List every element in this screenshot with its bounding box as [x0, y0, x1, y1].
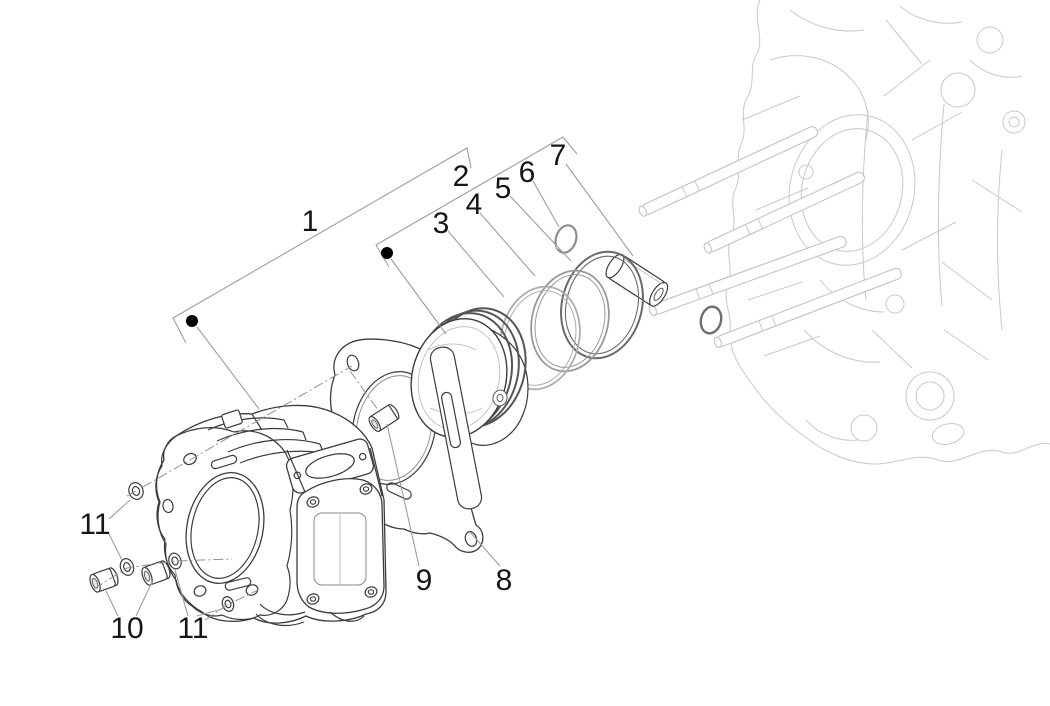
stud-icon [638, 126, 819, 217]
callout-number-11b: 11 [177, 612, 208, 645]
callout-11a: 11 [79, 499, 131, 561]
crankcase-mount-face [788, 114, 916, 266]
callout-number-3: 3 [433, 207, 450, 240]
crankcase-drawing [725, 0, 1050, 465]
callout-2: 2 [375, 136, 578, 335]
second-ring [530, 269, 610, 373]
dowel-bushing [89, 567, 119, 593]
dowel-bushing [141, 560, 171, 586]
callout-number-6: 6 [519, 156, 536, 189]
cooling-fins [207, 417, 337, 464]
callout-1: 1 [172, 147, 472, 410]
callout-3: 3 [433, 207, 505, 298]
stud-bosses [306, 483, 378, 605]
cylinder-studs [638, 126, 902, 349]
callout-9: 9 [386, 423, 433, 597]
stud-icon [648, 235, 847, 317]
gasket-right-strip [429, 346, 483, 510]
intake-flange [285, 438, 375, 494]
stud-icon [703, 171, 865, 254]
washer [168, 552, 182, 570]
callout-number-5: 5 [495, 172, 512, 205]
callout-number-11a: 11 [79, 508, 110, 541]
callout-4: 4 [466, 188, 536, 277]
wrist-pin [605, 253, 669, 307]
callout-dot [381, 247, 393, 259]
callout-number-1: 1 [302, 205, 319, 238]
callout-8: 8 [469, 531, 513, 597]
callout-number-8: 8 [496, 564, 513, 597]
callout-number-2: 2 [453, 160, 470, 193]
callout-7: 7 [550, 139, 634, 257]
o-ring [699, 305, 723, 335]
callout-dot [186, 315, 198, 327]
gasket-dowel-bush [368, 403, 400, 433]
washer [128, 482, 144, 500]
callout-10: 10 [105, 581, 153, 645]
callout-5: 5 [495, 172, 572, 262]
callout-number-9: 9 [416, 564, 433, 597]
center-lines [93, 365, 382, 621]
callout-number-10: 10 [110, 612, 143, 645]
stud-icon [713, 267, 902, 349]
callouts: 1 2 3 4 5 6 7 8 [79, 136, 634, 645]
circlip [554, 224, 578, 254]
cylinder-block [155, 404, 387, 627]
callout-number-7: 7 [550, 139, 567, 172]
oil-ring [560, 250, 644, 360]
cylinder-bore [185, 472, 265, 584]
callout-11b: 11 [174, 569, 223, 645]
callout-number-4: 4 [466, 188, 483, 221]
hardware-group [89, 482, 235, 612]
callout-6: 6 [519, 156, 560, 228]
